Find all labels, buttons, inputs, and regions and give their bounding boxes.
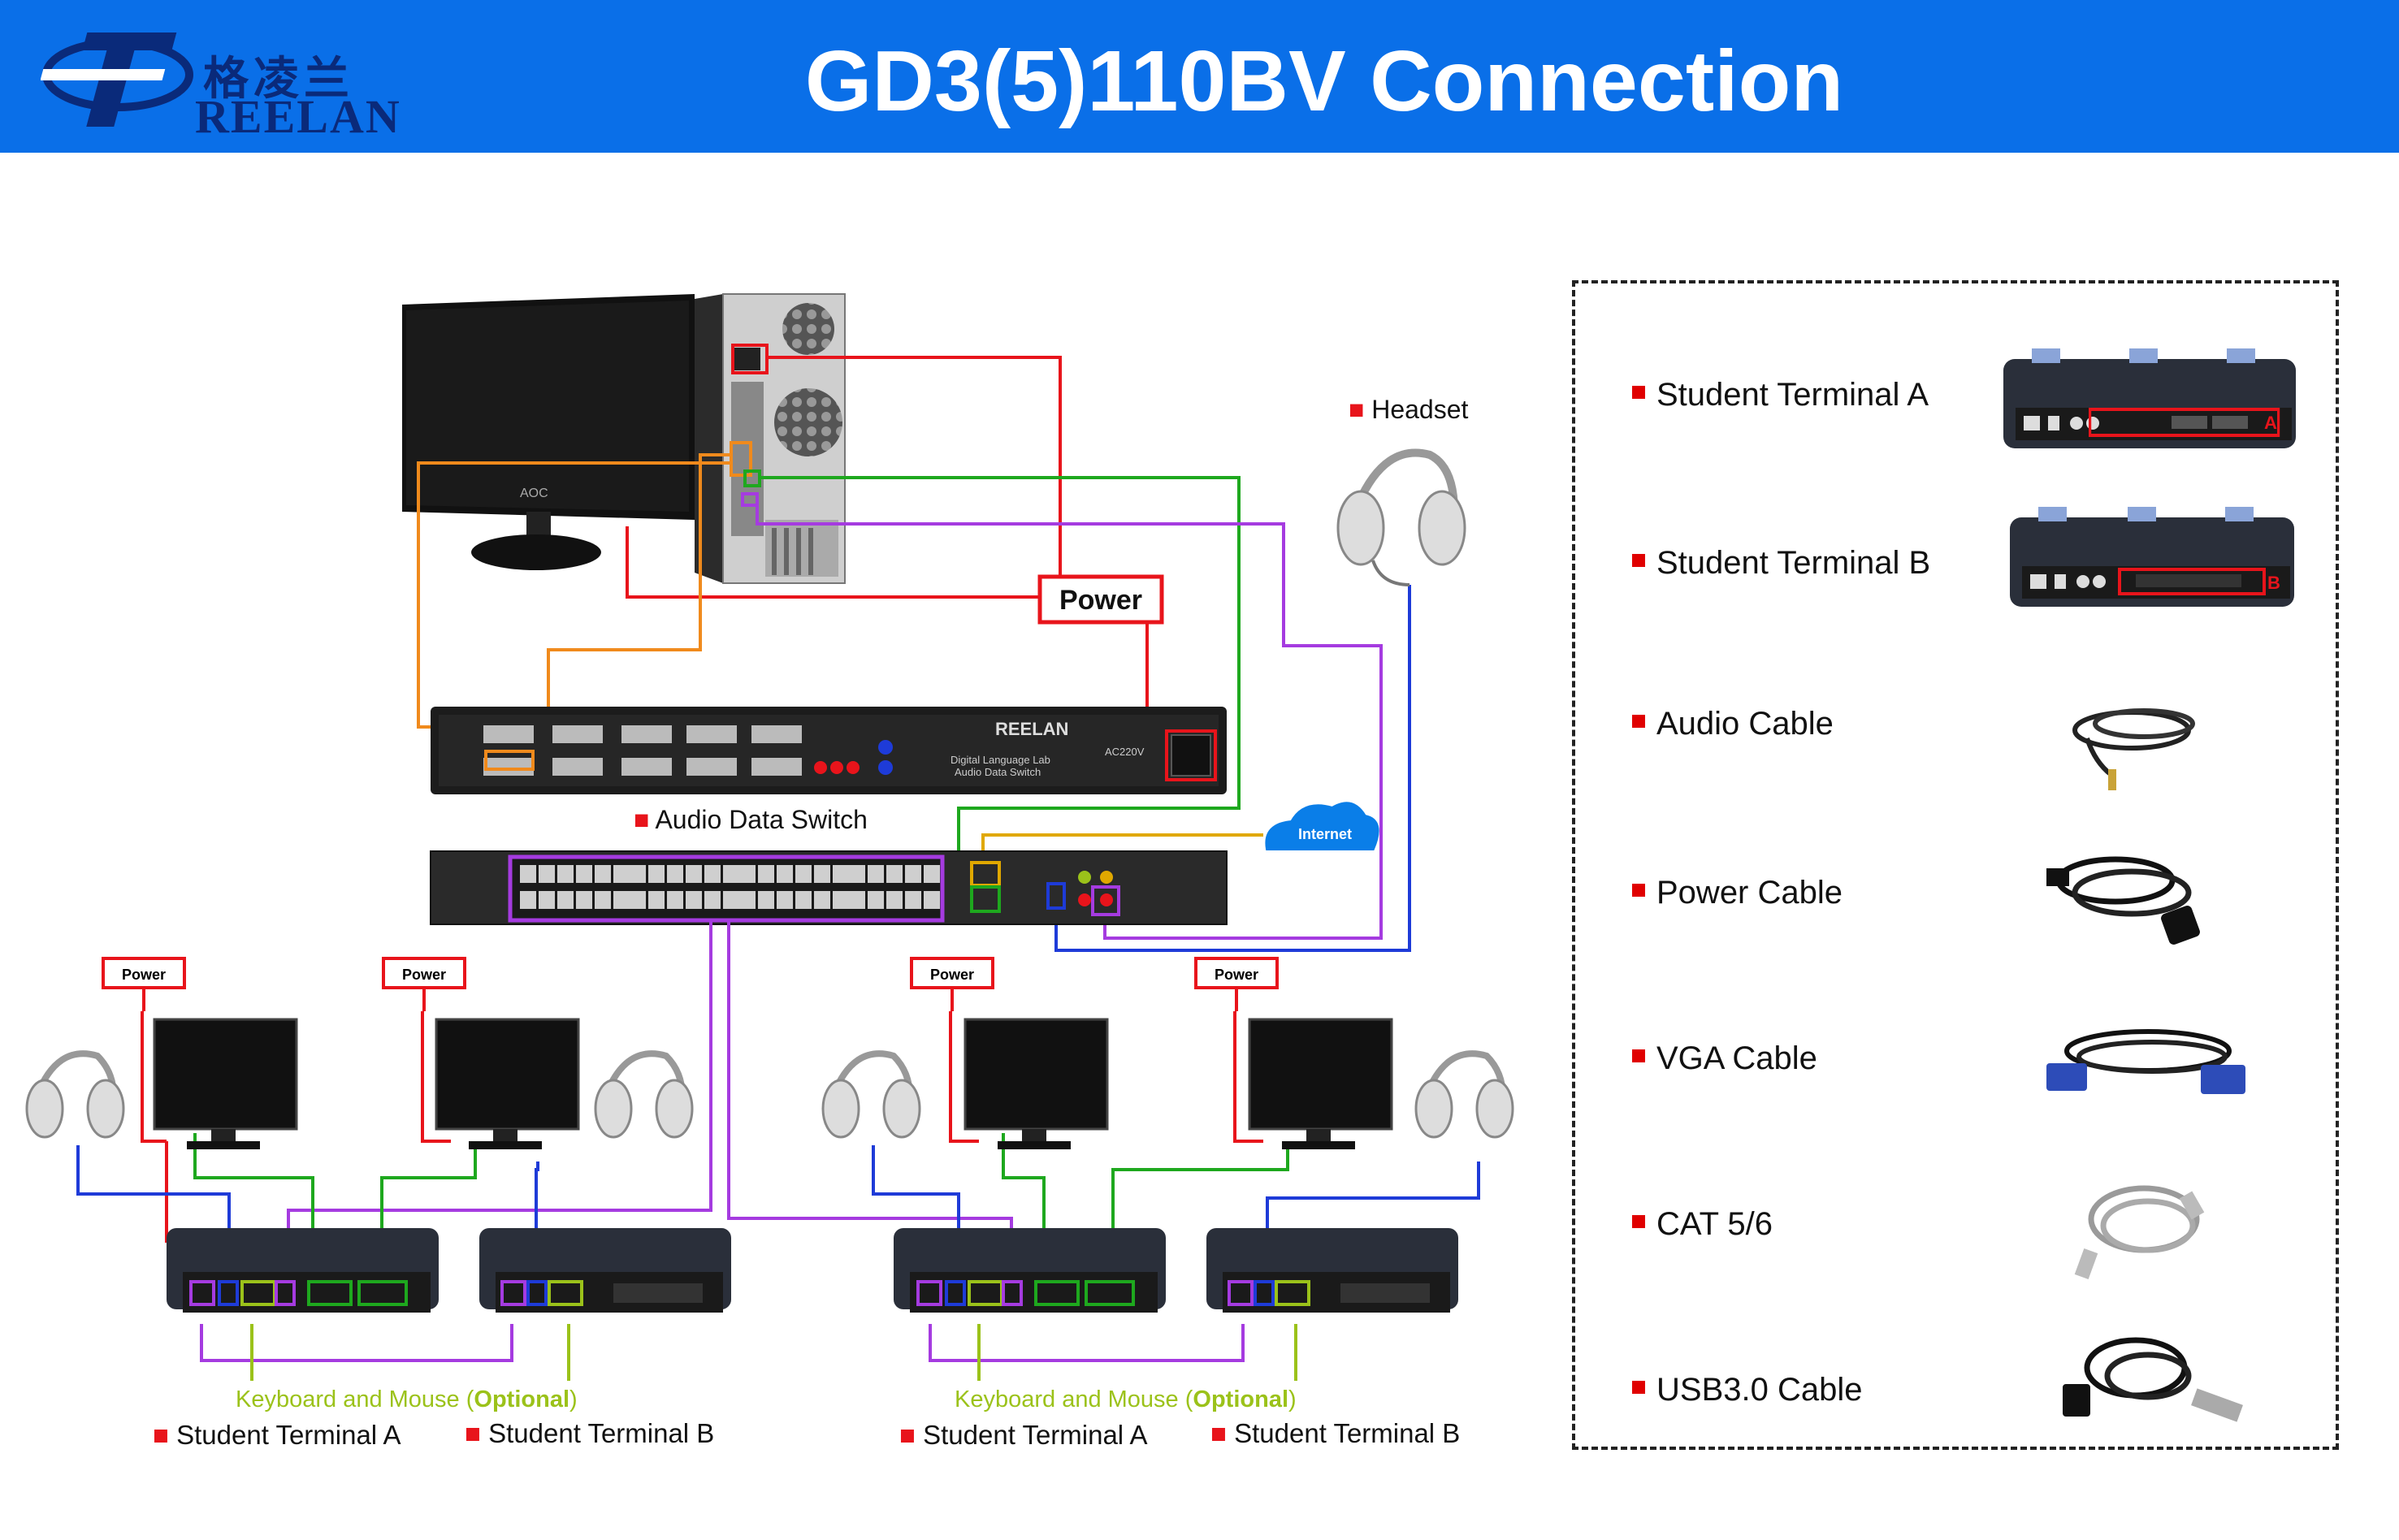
legend-item-usb-cable: USB3.0 Cable <box>1632 1372 1862 1421</box>
device-brand-text: REELAN <box>995 719 1068 739</box>
bullet-icon <box>1632 553 1645 567</box>
teacher-monitor: AOC <box>402 294 695 570</box>
teacher-pc-tower <box>695 293 846 584</box>
svg-text:■ Student Terminal A: ■ Student Terminal A <box>899 1420 1148 1450</box>
small-power-label: Power <box>402 967 446 983</box>
logo-chinese-text: 格凌兰 <box>203 52 354 106</box>
usb-cable-icon <box>2063 1337 2243 1422</box>
svg-text:■ Student Terminal B: ■ Student Terminal B <box>465 1418 714 1448</box>
device-subtitle-2: Audio Data Switch <box>955 766 1041 778</box>
terminal-cables <box>76 922 1480 1381</box>
logo-english-text: REELAN <box>195 90 401 143</box>
legend-item-vga-cable: VGA Cable <box>1632 1040 1817 1089</box>
internet-label: Internet <box>1298 826 1352 842</box>
terminal-a-mark: A <box>2264 413 2277 433</box>
connection-diagram: AOC Power <box>25 293 1514 1450</box>
svg-text:■ Headset: ■ Headset <box>1349 395 1469 424</box>
student-terminal-a-image: A <box>2003 348 2296 448</box>
student-group-1: Power Power <box>25 957 731 1313</box>
audio-data-switch-device: REELAN Digital Language Lab Audio Data S… <box>431 707 1227 794</box>
bullet-icon <box>1632 714 1645 728</box>
bullet-icon <box>1632 883 1645 897</box>
terminal-b-label-2: Student Terminal B <box>1234 1418 1460 1448</box>
svg-text:■ Student Terminal B: ■ Student Terminal B <box>1210 1418 1460 1448</box>
svg-text:■ Student Terminal A: ■ Student Terminal A <box>153 1420 401 1450</box>
legend-item-terminal-a: Student Terminal A <box>1632 377 1929 426</box>
ac-label: AC220V <box>1105 746 1145 758</box>
svg-text:■ Audio Data Switch: ■ Audio Data Switch <box>634 805 868 834</box>
network-switch-device <box>430 850 1228 925</box>
legend-item-cat-cable: CAT 5/6 <box>1632 1206 1773 1255</box>
headset-label: Headset <box>1371 395 1468 424</box>
terminal-b-label-1: Student Terminal B <box>488 1418 714 1448</box>
teacher-headset: ■ Headset <box>1336 395 1469 586</box>
legend-item-audio-cable: Audio Cable <box>1632 706 1834 755</box>
terminal-a-label-2: Student Terminal A <box>923 1420 1147 1450</box>
student-terminal-b-image: B <box>2010 507 2294 607</box>
power-label: Power <box>1059 585 1142 616</box>
terminal-b-mark: B <box>2267 573 2280 593</box>
device-subtitle-1: Digital Language Lab <box>951 754 1050 766</box>
monitor-brand-text: AOC <box>520 487 548 500</box>
switch-label: Audio Data Switch <box>655 805 867 834</box>
bullet-icon <box>1632 1214 1645 1228</box>
bullet-icon <box>1632 1049 1645 1062</box>
small-power-label: Power <box>930 967 974 983</box>
page-title: GD3(5)110BV Connection <box>804 33 1844 129</box>
audio-cable-icon <box>2072 708 2195 790</box>
cable-legend: Student Terminal A A Student Terminal B … <box>1572 280 2339 1450</box>
power-cable-icon <box>2046 856 2200 945</box>
legend-item-terminal-b: Student Terminal B <box>1632 545 1930 594</box>
internet-cloud: Internet <box>1265 802 1379 850</box>
legend-item-power-cable: Power Cable <box>1632 875 1843 924</box>
bullet-icon <box>1632 385 1645 399</box>
small-power-label: Power <box>122 967 166 983</box>
keyboard-mouse-label-2: Keyboard and Mouse (Optional) <box>955 1386 1297 1412</box>
student-group-2: Power Power <box>821 957 1514 1313</box>
header-bar: 格凌兰 REELAN GD3(5)110BV Connection <box>0 0 2399 153</box>
logo-mark-icon <box>40 32 193 127</box>
keyboard-mouse-label-1: Keyboard and Mouse (Optional) <box>236 1386 578 1412</box>
cat-cable-icon <box>2074 1185 2205 1280</box>
bullet-icon <box>1632 1380 1645 1394</box>
terminal-a-label-1: Student Terminal A <box>176 1420 401 1450</box>
small-power-label: Power <box>1215 967 1258 983</box>
power-source: Power <box>1037 574 1164 625</box>
reelan-logo: 格凌兰 REELAN <box>40 24 400 143</box>
vga-cable-icon <box>2046 1029 2245 1094</box>
